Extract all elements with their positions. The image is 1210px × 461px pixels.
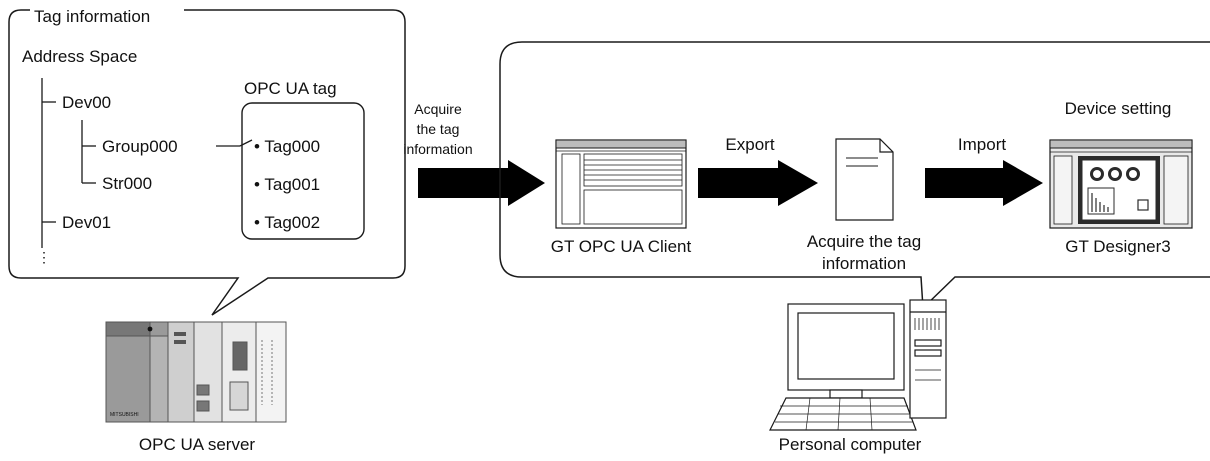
pc-workflow-callout: GT OPC UA Client Export Acquire the tag … (499, 41, 1210, 310)
import-arrow (925, 160, 1043, 206)
acquire-arrow-group: Acquire the tag information (403, 101, 545, 206)
opcua-server-plc-icon: MITSUBISHI (105, 321, 287, 423)
document-label-line1: Acquire the tag (807, 232, 921, 251)
personal-computer-label: Personal computer (779, 435, 922, 454)
personal-computer-icon (769, 299, 947, 431)
opcua-server-label: OPC UA server (139, 435, 256, 454)
plc-brand-text: MITSUBISHI (110, 412, 139, 418)
tag-item-1: • Tag001 (254, 175, 320, 194)
callout-legend: Tag information (34, 7, 150, 26)
tree-lines (41, 78, 253, 248)
gt-designer3-label: GT Designer3 (1065, 237, 1171, 256)
tree-node-str000: Str000 (102, 174, 152, 193)
acquire-arrow (418, 160, 545, 206)
gt-opcua-client-label: GT OPC UA Client (551, 237, 692, 256)
pc-callout-border (499, 41, 1210, 310)
device-setting-label: Device setting (1065, 99, 1172, 118)
acquire-label-line2: the tag (417, 121, 460, 137)
tree-node-dev01: Dev01 (62, 213, 111, 232)
tree-node-dev00: Dev00 (62, 93, 111, 112)
document-label-line2: information (822, 254, 906, 273)
tree-node-group000: Group000 (102, 137, 178, 156)
tree-ellipsis: ⋮ (37, 249, 51, 265)
gt-designer3-icon (1049, 139, 1193, 229)
opcua-tag-title: OPC UA tag (244, 79, 337, 98)
export-arrow (698, 160, 818, 206)
gt-opcua-client-icon (555, 139, 687, 229)
document-icon (835, 138, 894, 221)
export-label: Export (725, 135, 774, 154)
tree-root-label: Address Space (22, 47, 137, 66)
tag-information-callout: Tag information Address Space Dev00 Grou… (8, 7, 406, 316)
acquire-label-line3: information (403, 141, 472, 157)
acquire-label-line1: Acquire (414, 101, 462, 117)
import-label: Import (958, 135, 1006, 154)
opcua-tag-box (241, 102, 365, 240)
callout-border (8, 9, 406, 316)
tag-item-0: • Tag000 (254, 137, 320, 156)
tag-item-2: • Tag002 (254, 213, 320, 232)
